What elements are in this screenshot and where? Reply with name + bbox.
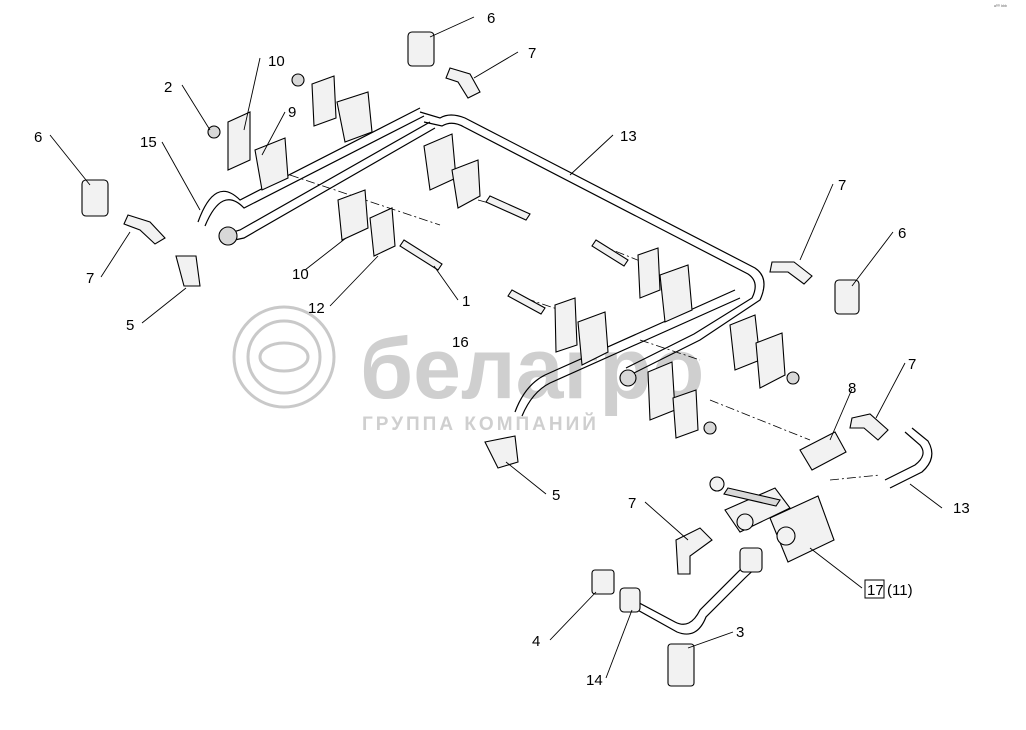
- pipe-16: [514, 289, 741, 417]
- callout-label: 10: [292, 266, 309, 283]
- callout-label: 3: [736, 624, 744, 641]
- pipe-12: [884, 427, 933, 489]
- callout-labels: 6 7 10 2 9 15 6 7 5 13 10 12 1 16 7 6 8 …: [34, 10, 970, 689]
- clamp-parts: [207, 73, 800, 439]
- callout-label: 7: [838, 177, 846, 194]
- callout-label: 10: [268, 53, 285, 70]
- valve-block: [709, 476, 835, 563]
- callout-label: 8: [848, 380, 856, 397]
- callout-label: 2: [164, 79, 172, 96]
- pipe-14: [629, 554, 763, 635]
- callout-label: 12: [308, 300, 325, 317]
- callout-label: 7: [86, 270, 94, 287]
- callout-label: 7: [908, 356, 916, 373]
- corner-mark: ᵃ⁰⁰ ᵇᵇᵇ: [994, 4, 1007, 10]
- callout-label: 1: [462, 293, 470, 310]
- callout-label: 5: [126, 317, 134, 334]
- callout-label: 14: [586, 672, 603, 689]
- bolt-parts: [399, 195, 629, 315]
- callout-label: 6: [487, 10, 495, 27]
- callout-label: 7: [628, 495, 636, 512]
- fitting-parts: [81, 31, 889, 687]
- watermark-logo-icon: [232, 305, 336, 409]
- callout-label: 6: [898, 225, 906, 242]
- callout-label: 9: [288, 104, 296, 121]
- pipe-13: [419, 111, 765, 376]
- callout-label: 13: [953, 500, 970, 517]
- watermark-subtitle: ГРУППА КОМПАНИЙ: [362, 413, 599, 435]
- callout-label: 6: [34, 129, 42, 146]
- boxed-callout-number: 17: [867, 582, 884, 599]
- callout-label: 16: [452, 334, 469, 351]
- callout-label: 7: [528, 45, 536, 62]
- callout-label: 5: [552, 487, 560, 504]
- boxed-callout: 17 (11): [864, 579, 913, 599]
- watermark: белагро ГРУППА КОМПАНИЙ: [232, 305, 704, 435]
- leader-lines: [49, 16, 943, 679]
- boxed-callout-suffix: (11): [887, 582, 913, 599]
- callout-label: 13: [620, 128, 637, 145]
- watermark-brand: белагро: [360, 321, 704, 417]
- callout-label: 4: [532, 633, 540, 650]
- callout-label: 15: [140, 134, 157, 151]
